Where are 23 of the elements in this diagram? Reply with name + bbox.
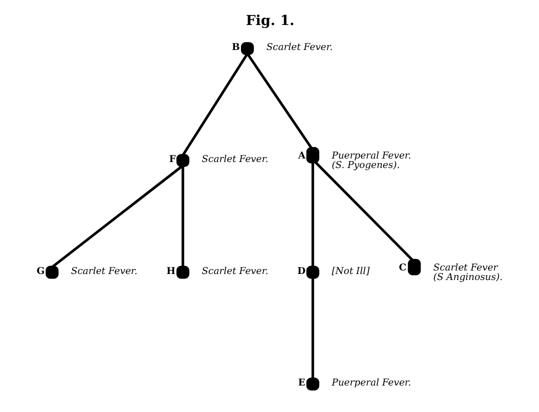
- node-label: (S. Pyogenes).: [331, 160, 400, 171]
- node-label: C: [398, 262, 406, 274]
- node-label: E: [298, 378, 305, 389]
- node-label: Scarlet Fever: [432, 262, 498, 274]
- node-label: B: [231, 42, 240, 54]
- node-label: F: [168, 154, 176, 165]
- node-label: Puerperal Fever.: [331, 378, 411, 389]
- connector: [50, 164, 184, 268]
- node-label: Puerperal Fever.: [331, 150, 411, 162]
- connector: [181, 53, 248, 156]
- connector: [311, 277, 314, 379]
- node-label: D: [296, 266, 306, 277]
- node-label: Scarlet Fever.: [201, 154, 268, 165]
- diagram-title: Fig. 1.: [245, 13, 294, 30]
- node-label: [Not Ill]: [331, 266, 370, 277]
- node-label: A: [298, 150, 306, 162]
- node-label: H: [166, 266, 175, 277]
- node-label: Scarlet Fever.: [266, 42, 332, 54]
- connector: [181, 166, 184, 268]
- node-label: (S Anginosus).: [432, 272, 502, 283]
- node-label: Scarlet Fever.: [201, 266, 268, 277]
- node-label: Scarlet Fever.: [70, 266, 137, 277]
- node-label: G: [36, 266, 44, 277]
